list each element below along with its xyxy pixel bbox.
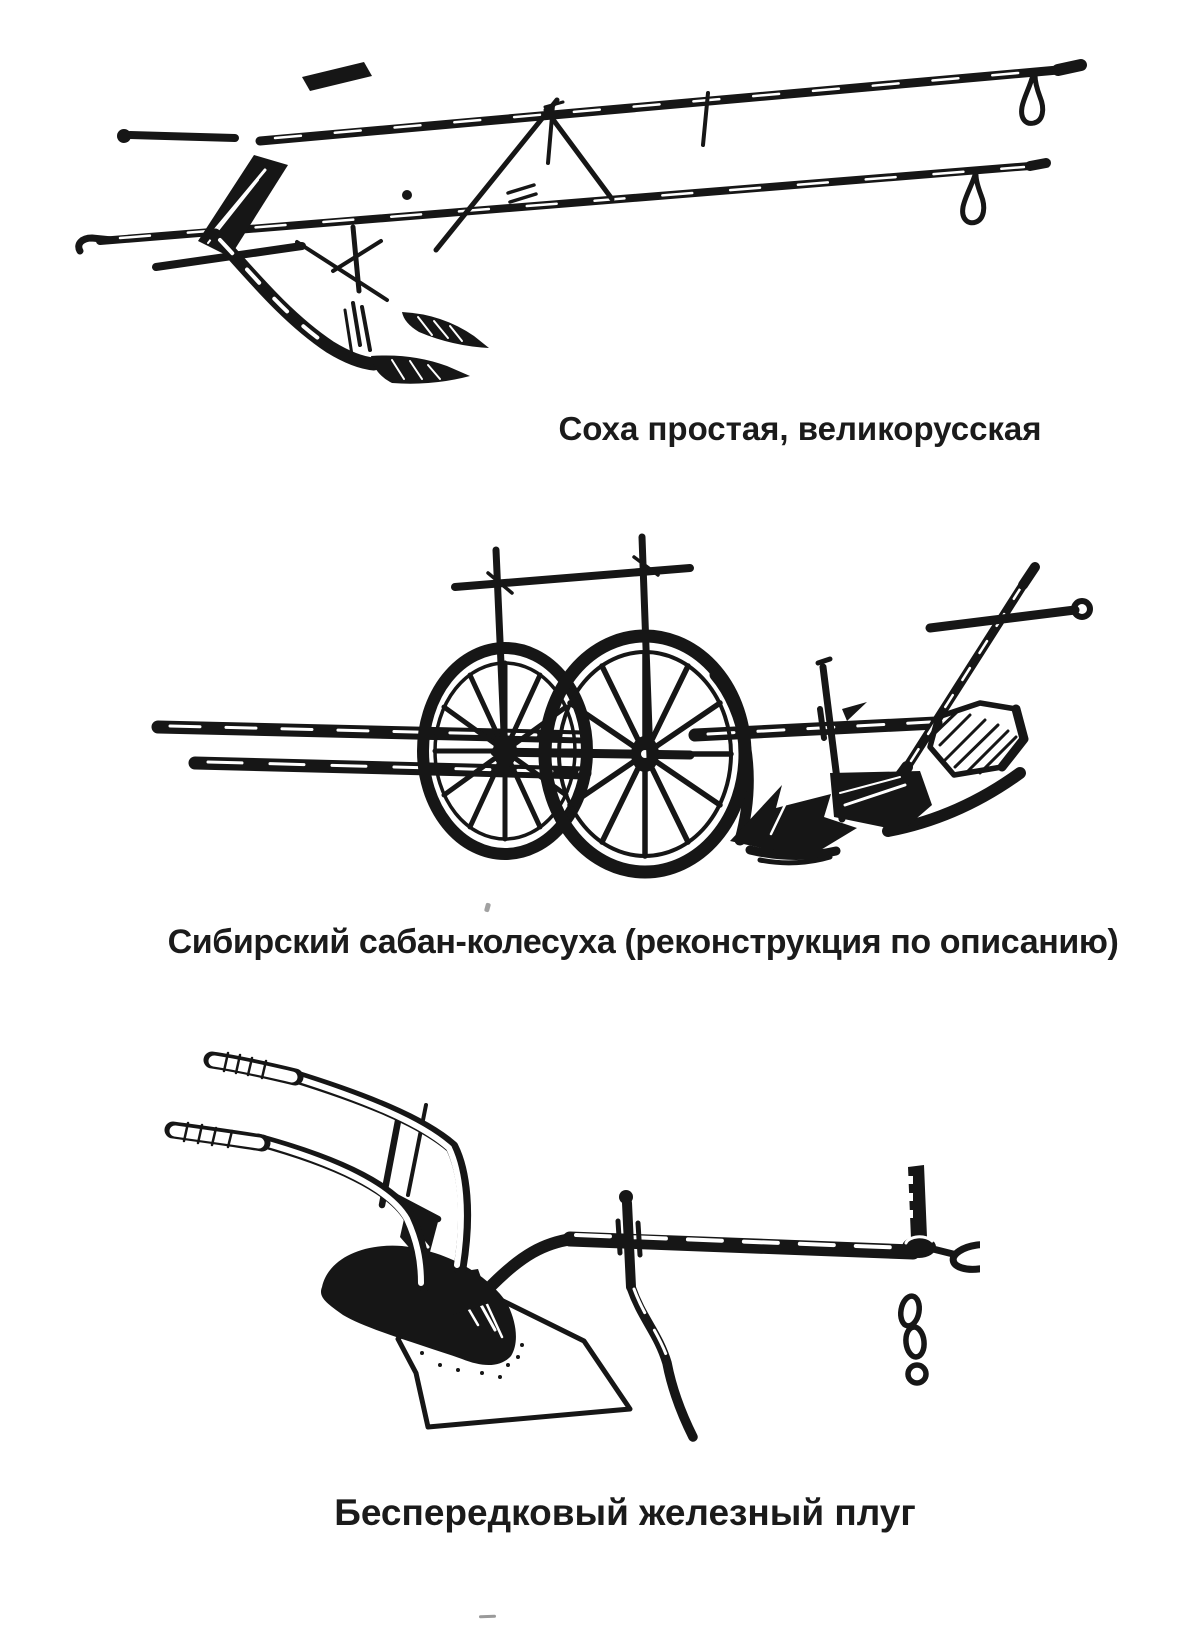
plough-hitch-regulator: [898, 1165, 980, 1386]
saban-kolesukha-drawing: [151, 533, 1093, 879]
sokha-shafts: [75, 59, 1087, 255]
scan-speck: [483, 902, 492, 913]
plough-beam: [486, 1190, 921, 1442]
saban-upright-frame: [451, 533, 694, 762]
iron-plough-drawing: [164, 1051, 980, 1442]
iron-plough-caption: Беспередковый железный плуг: [334, 1492, 916, 1533]
sokha-body-and-shares: [208, 228, 489, 384]
scan-dash: [478, 1614, 497, 1619]
saban-wheels: [417, 629, 752, 879]
saban-kolesukha-caption: Сибирский сабан-колесуха (реконструкция …: [167, 923, 1119, 961]
saban-plough-body: [730, 562, 1093, 866]
sokha-drawing: [75, 59, 1087, 384]
sokha-caption: Соха простая, великорусская: [558, 410, 1042, 447]
sokha-frame: [117, 62, 615, 302]
plough-handles: [164, 1051, 490, 1315]
stipple-dots: [420, 1343, 524, 1379]
